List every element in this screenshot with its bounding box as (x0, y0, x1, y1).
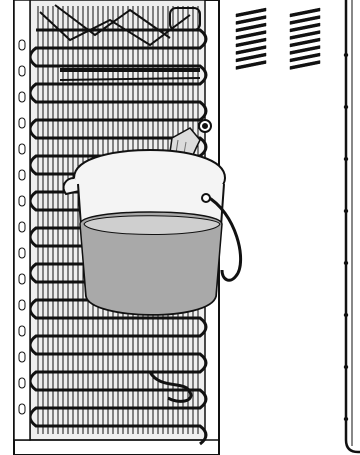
side-panel-screw (344, 261, 348, 265)
side-panel-screw (344, 157, 348, 161)
vent-slat (290, 38, 320, 47)
vent-slat (290, 8, 320, 17)
rail-hole (19, 300, 25, 310)
side-panel-screw (344, 417, 348, 421)
rail-hole (19, 170, 25, 180)
vent-slat (236, 61, 266, 70)
side-panel-screw (344, 209, 348, 213)
vent-slat (290, 61, 320, 70)
rail-hole (19, 352, 25, 362)
left-rail (14, 0, 30, 440)
rail-hole (19, 40, 25, 50)
vent-grilles (236, 8, 320, 70)
vent-slat (236, 46, 266, 55)
vent-slat (236, 38, 266, 47)
rail-hole (19, 274, 25, 284)
rail-hole (19, 92, 25, 102)
vent-slat (290, 53, 320, 62)
pitcher (64, 150, 241, 315)
side-panel (344, 0, 360, 452)
rail-hole (19, 66, 25, 76)
side-panel-screw (344, 53, 348, 57)
vent-slat (236, 53, 266, 62)
vent-slat (290, 31, 320, 40)
vent-slat (236, 23, 266, 32)
vent-slat (236, 8, 266, 17)
side-panel-screw (344, 105, 348, 109)
vent-grille (236, 8, 266, 70)
vent-grille (290, 8, 320, 70)
rail-hole (19, 144, 25, 154)
side-panel-screw (344, 313, 348, 317)
vent-slat (290, 16, 320, 25)
vent-slat (236, 16, 266, 25)
vent-slat (290, 23, 320, 32)
rail-hole (19, 222, 25, 232)
rail-hole (19, 378, 25, 388)
rail-hole (19, 326, 25, 336)
rail-hole (19, 118, 25, 128)
vent-slat (236, 31, 266, 40)
side-panel-screw (344, 365, 348, 369)
rail-hole (19, 248, 25, 258)
rail-hole (19, 196, 25, 206)
rail-hole (19, 404, 25, 414)
vent-slat (290, 46, 320, 55)
